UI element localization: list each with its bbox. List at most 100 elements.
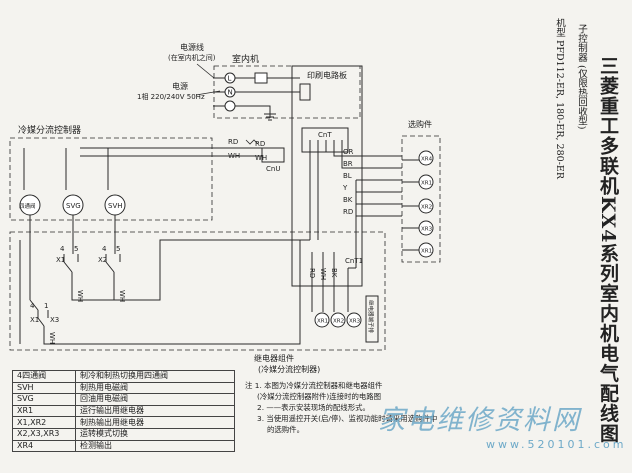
cnt1-link-wire [348, 180, 357, 269]
legend-code: X1,XR2 [12, 416, 76, 429]
xr1-relay-icon [314, 312, 330, 328]
relay-contacts: 4 5 X1 4 5 X2 4 1 X1 X3 [30, 245, 121, 327]
pcb-connector-top [299, 83, 311, 101]
wire-mark [245, 139, 259, 145]
ground-icon [264, 113, 276, 121]
refrigerant-controller-label: 冷媒分流控制器 [18, 124, 81, 136]
relay-vertical-wires [311, 252, 349, 312]
legend-code: X2,X3,XR3 [12, 427, 76, 441]
wire-wh-label-2: WH [255, 154, 267, 162]
legend-code: SVH [12, 381, 76, 395]
legend-desc: 运转模式切换 [75, 427, 235, 441]
relay-terminal-block [365, 295, 379, 343]
xr3-option-icon [418, 220, 434, 236]
note-line: 2. ——表示安装现场的配线形式。 [257, 403, 370, 412]
wire-wh-v2: WH [118, 290, 126, 302]
note-line: (冷媒分流控制器附件)连接时的电路图 [257, 392, 382, 401]
xr2-relay-icon [330, 312, 346, 328]
wire-rd-label-3: RD [343, 208, 353, 216]
relay-kit-label: 继电器组件 [254, 353, 294, 363]
valve-feed-wires [23, 148, 109, 190]
power-out-wires [235, 77, 300, 118]
xr1-option-label: XR1 [421, 181, 432, 187]
power-spec-label: 1相 220/240V 50Hz [137, 92, 205, 101]
legend-desc: 制冷和制热切换用四通阀 [75, 370, 235, 383]
x1b-label: X1 [30, 316, 39, 324]
svh-valve-label: SVH [108, 202, 123, 210]
controller-signal-wires [80, 147, 262, 157]
legend-code: SVG [12, 393, 76, 406]
power-cable-note: (在室内机之间) [168, 53, 216, 62]
terminal-ground [224, 100, 236, 112]
cnt-label: CnT [318, 131, 332, 139]
contact-5b-label: 5 [116, 245, 120, 253]
power-cable-pointer [196, 63, 215, 79]
power-terminal-block: L N [224, 72, 236, 112]
wire-or-label: OR [343, 148, 354, 156]
relay-terminals: RD WH BK CnT1 XR1 XR2 XR3 继电器端子排 [308, 252, 379, 343]
indoor-unit-label: 室内机 [232, 53, 259, 65]
power-input-wires [213, 77, 225, 107]
refrigerant-controller-boundary [9, 137, 213, 221]
legend-desc: 回油用电磁阀 [75, 393, 235, 406]
fuse-icon [254, 72, 268, 84]
x2-contact [105, 254, 121, 273]
option-kit-wires: OR BR BL Y BK RD [333, 148, 402, 269]
wire-rd-label: RD [228, 138, 238, 146]
pcb-label: 印刷电路板 [307, 70, 347, 80]
note-line: 注 1. 本图为冷媒分流控制器和继电器组件 [245, 381, 383, 390]
x3-label: X3 [50, 316, 59, 324]
terminal-n-label: N [228, 89, 233, 97]
diagram-subtitle: 子控制器 (仅限热回收型) [576, 24, 587, 130]
wire-bl-label: BL [343, 172, 352, 180]
contact-4-label: 4 [60, 245, 65, 253]
legend-row: 4四通阀制冷和制热切换用四通阀 [12, 370, 235, 383]
legend-code: 4四通阀 [12, 370, 76, 383]
x1-contact [63, 254, 79, 273]
cnt-connector [301, 127, 349, 153]
x1-label: X1 [56, 256, 65, 264]
power-supply-label: 电源 [172, 81, 188, 91]
notes-block: 注 1. 本图为冷媒分流控制器和继电器组件 (冷媒分流控制器附件)连接时的电路图… [245, 380, 465, 435]
contact-5-label: 5 [74, 245, 78, 253]
model-numbers: 机型 PFD112-ER, 180-ER, 280-ER [554, 18, 565, 179]
relay-kit-boundary [9, 231, 386, 351]
note-line: 的选购件。 [267, 425, 304, 434]
wire-rd-label-2: RD [255, 140, 265, 148]
terminal-l-label: L [228, 75, 232, 83]
xr4-relay-label: XR4 [421, 157, 433, 163]
legend-desc: 制热用电磁阀 [75, 381, 235, 395]
legend-desc: 检测输出 [75, 439, 235, 453]
xr2-relay-label: XR2 [333, 319, 344, 325]
watermark-logo: 家电维修资料网 [378, 405, 581, 436]
pcb-box [291, 65, 363, 287]
option-kit-boundary [401, 135, 441, 263]
xr2-option-label: XR2 [421, 205, 432, 211]
wire-y-label: Y [342, 184, 348, 192]
cnu-label: CnU [266, 165, 280, 173]
wire-bk-label: BK [343, 196, 353, 204]
option-kit-inner-wires [402, 159, 420, 251]
contact-1-label: 1 [44, 302, 48, 310]
wire-br-label: BR [343, 160, 353, 168]
option-kit-signal-wires [333, 152, 402, 217]
legend-code: XR4 [12, 439, 76, 453]
x3-contact [37, 310, 49, 327]
xr1-option-icon [418, 174, 434, 190]
diagram-title: 三菱重工多联机KX4系列室内机电气配线图 [597, 56, 619, 444]
contact-4c-label: 4 [30, 302, 35, 310]
cnt-pins [309, 140, 343, 152]
xr4-relay-icon [418, 150, 434, 166]
cnt-down-wires [309, 152, 319, 240]
relay-kit-wires [19, 230, 310, 345]
wire-wh-v3: WH [48, 332, 56, 344]
x2-label: X2 [98, 256, 107, 264]
cnt1-label: CnT1 [345, 257, 363, 265]
